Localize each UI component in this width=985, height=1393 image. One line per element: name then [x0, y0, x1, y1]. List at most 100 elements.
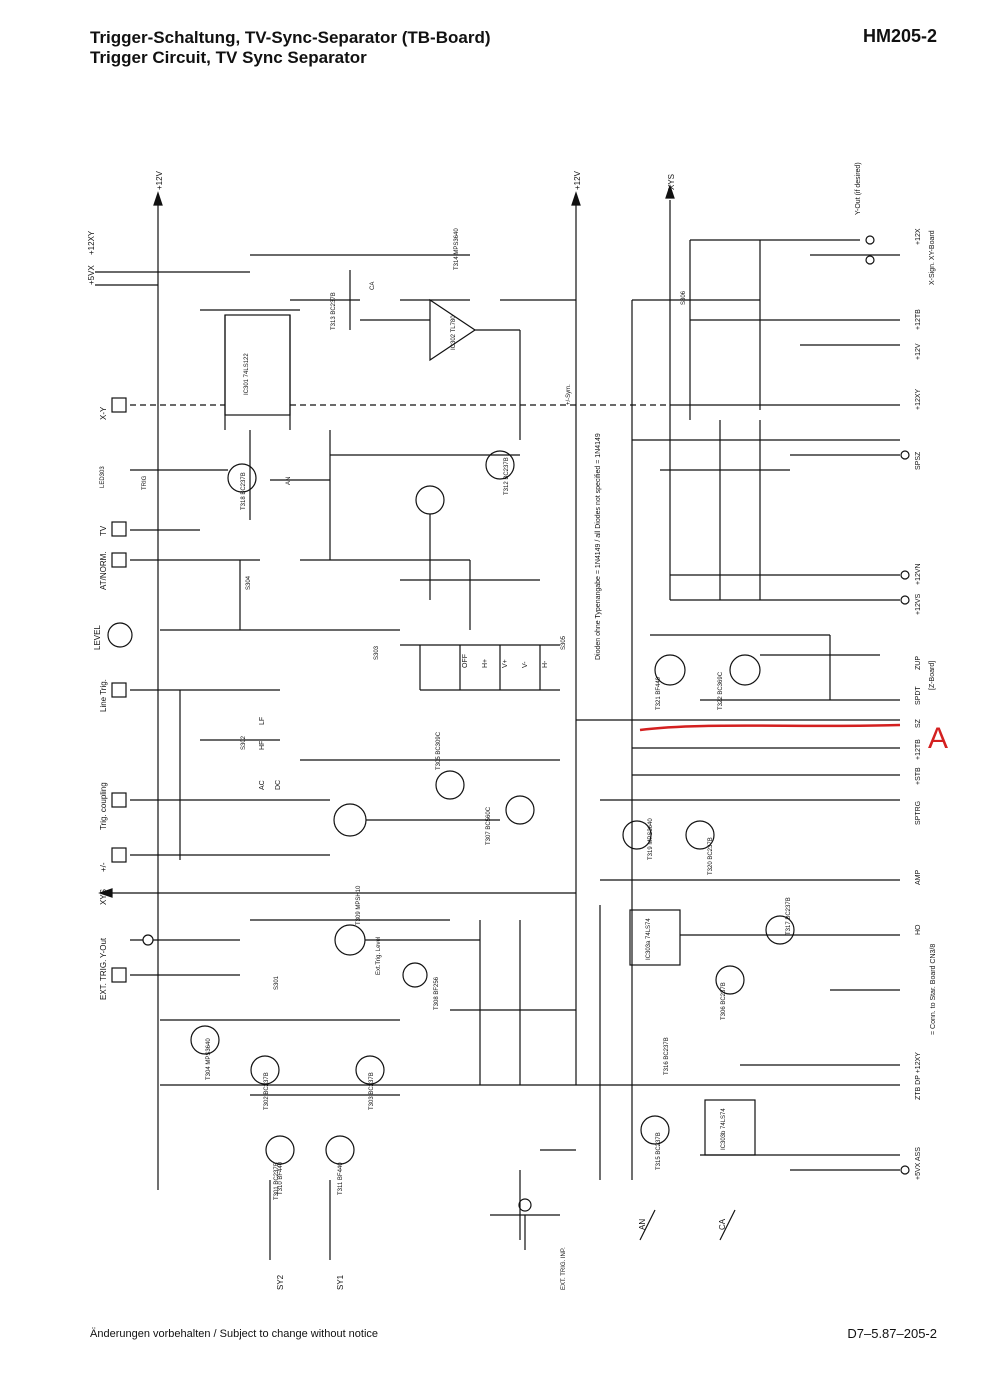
left-terminal-boxes	[107, 397, 154, 983]
terminal-label-at-norm: AT/NORM.	[99, 551, 108, 590]
page-title-en: Trigger Circuit, TV Sync Separator	[90, 48, 367, 67]
label-ca: CA	[718, 1218, 727, 1230]
transistor-label-t314: T314 MPS3640	[454, 228, 460, 270]
transistor-label-t303: T303 BC237B	[369, 1072, 375, 1110]
terminal-label-5vx-ass: +5VX ASS	[915, 1147, 922, 1180]
terminal-label-sptrg: SPTRG	[915, 801, 922, 825]
label-an-top: AN	[286, 477, 292, 485]
rail-label-xys: XYS	[667, 174, 676, 190]
terminal-label-12xy: +12XY	[915, 388, 922, 410]
terminal-label-12v: +12V	[915, 343, 922, 360]
transistor-label-t306: T306 BC237B	[721, 982, 727, 1020]
switch-labels: OFF H+ V+ V- H- AC DC HF LF S301 S302 S3…	[241, 290, 687, 990]
ic-labels: IC301 74LS122 IC302 TL780 IC303a 74LS74 …	[244, 315, 727, 1150]
switch-label-s305: S305	[561, 635, 567, 650]
rail-label-12v-mid: +12V	[573, 170, 582, 190]
terminal-label-y-out: Y-Out	[99, 937, 108, 958]
switch-label-v-minus: V-	[522, 661, 529, 668]
top-rail-labels: +12V +12V XYS +5VX +12XY	[87, 170, 676, 285]
switch-label-s304: S304	[246, 575, 252, 590]
left-terminal-labels: X-Y TV AT/NORM. LEVEL Line Trig. Trig. c…	[93, 406, 108, 1000]
switch-label-hf: HF	[259, 741, 266, 750]
terminal-label-ztb-dp: ZTB DP +12XY	[915, 1052, 922, 1100]
note-conn-star: = Conn. to Star. Board CN3/8	[930, 944, 937, 1035]
terminal-label-12vn: +12VN	[915, 563, 922, 585]
wiring	[95, 184, 900, 1260]
transistor-label-t304: T304 MPS3640	[206, 1038, 212, 1080]
transistor-label-t313: T313 BC237B	[331, 292, 337, 330]
label-ca-top: CA	[370, 282, 376, 290]
ic-label-ic303b: IC303b 74LS74	[721, 1108, 727, 1150]
transistor-label-t312: T312 BC237B	[504, 457, 510, 495]
terminal-label-plus-minus: +/-	[99, 862, 108, 872]
switch-label-ac: AC	[259, 780, 266, 790]
terminal-label-level: LEVEL	[93, 625, 102, 650]
transistor-label-t322: T322 BC369C	[718, 671, 724, 710]
transistor-labels: T301 BC237B T302 BC237B T303 BC237B T304…	[206, 228, 792, 1200]
terminal-label-12tb-b: +12TB	[915, 739, 922, 760]
red-annotation: A	[639, 722, 948, 755]
switch-label-s301: S301	[274, 975, 280, 990]
switch-label-dc: DC	[275, 780, 282, 790]
transistor-label-t301: T301 BC237B	[274, 1162, 280, 1200]
label-sy1: SY1	[336, 1274, 345, 1290]
switch-label-v-plus: V+	[502, 659, 509, 668]
transistor-label-t307: T307 BC560C	[486, 806, 492, 845]
terminal-label-trig-coupling: Trig. coupling	[99, 782, 108, 830]
terminal-label-sz: SZ	[915, 718, 922, 728]
side-notes: Y-Out (if desired) Dioden ohne Typenanga…	[595, 162, 937, 1035]
transistor-label-t309: T309 MPSH10	[356, 885, 362, 925]
transistor-label-t310: T310 BF440	[278, 1161, 284, 1195]
ic-label-ic301: IC301 74LS122	[244, 353, 250, 395]
page-title-de: Trigger-Schaltung, TV-Sync-Separator (TB…	[90, 28, 491, 47]
transistor-label-t311: T311 BF440	[338, 1162, 344, 1195]
transistor-label-t315: T315 BC237B	[656, 1132, 662, 1170]
transistor-label-t318: T318 BC237B	[241, 472, 247, 510]
label-sym: +/-Sym.	[566, 384, 572, 405]
rail-label-5vx: +5VX	[87, 265, 96, 285]
terminal-label-12x: +12X	[915, 228, 922, 245]
transistor-label-t320: T320 BC237B	[708, 837, 714, 875]
switch-label-lf: LF	[259, 717, 266, 725]
transistor-label-t321: T321 BF440	[656, 676, 662, 710]
terminal-label-ext-trig: EXT. TRIG.	[99, 960, 108, 1000]
switch-label-s302: S302	[241, 735, 247, 750]
note-diodes: Dioden ohne Typenangabe = 1N4149 / all D…	[595, 433, 602, 660]
terminal-label-x-sign: X-Sign. XY-Board	[929, 230, 936, 285]
terminal-label-tv: TV	[99, 525, 108, 536]
terminal-label-line-trig: Line Trig.	[99, 679, 108, 712]
note-z-board: [Z-Board]	[929, 661, 936, 690]
note-y-out: Y-Out (if desired)	[855, 162, 862, 215]
rail-label-12xy: +12XY	[87, 230, 96, 255]
rail-label-12v-left: +12V	[155, 170, 164, 190]
right-terminal-circles	[865, 235, 910, 1175]
label-ext-trig-inp: EXT. TRIG. INP.	[561, 1247, 567, 1290]
ic-label-ic302: IC302 TL780	[451, 315, 457, 350]
terminal-label-xys: XYS	[99, 889, 108, 905]
terminal-label-12vs: +12VS	[915, 593, 922, 615]
terminal-label-x-y: X-Y	[99, 406, 108, 420]
switch-label-s303: S303	[374, 645, 380, 660]
transistor-label-t316: T316 BC237B	[664, 1037, 670, 1075]
switch-label-s306: S306	[681, 290, 687, 305]
footer-notice: Änderungen vorbehalten / Subject to chan…	[90, 1328, 379, 1340]
misc-labels: LED303 TRIG AN CA +/-Sym. Ext.Trig. Leve…	[100, 282, 572, 975]
label-sy2: SY2	[276, 1274, 285, 1290]
title-block: Trigger-Schaltung, TV-Sync-Separator (TB…	[90, 28, 491, 68]
footer-doc-code: D7–5.87–205-2	[847, 1326, 937, 1341]
terminal-label-spdt: SPDT	[915, 686, 922, 705]
terminal-label-ho: HO	[915, 924, 922, 935]
terminal-label-12tb-a: +12TB	[915, 309, 922, 330]
transistor-label-t308: T308 BF256	[434, 976, 440, 1010]
label-ext-trig-level: Ext.Trig. Level	[376, 937, 382, 975]
right-terminal-labels: +12X X-Sign. XY-Board +12TB +12V +12XY S…	[915, 228, 936, 1180]
switch-label-h-minus: H-	[542, 660, 549, 668]
terminal-label-spsz: SPSZ	[915, 451, 922, 470]
label-led303: LED303	[100, 466, 106, 488]
model-number: HM205-2	[862, 26, 937, 46]
transistor-label-t302: T302 BC237B	[264, 1072, 270, 1110]
transistor-label-t319: T319 MPS3640	[648, 818, 654, 860]
transistor-label-t317: T317 BC237B	[786, 897, 792, 935]
switch-label-off: OFF	[462, 654, 469, 668]
